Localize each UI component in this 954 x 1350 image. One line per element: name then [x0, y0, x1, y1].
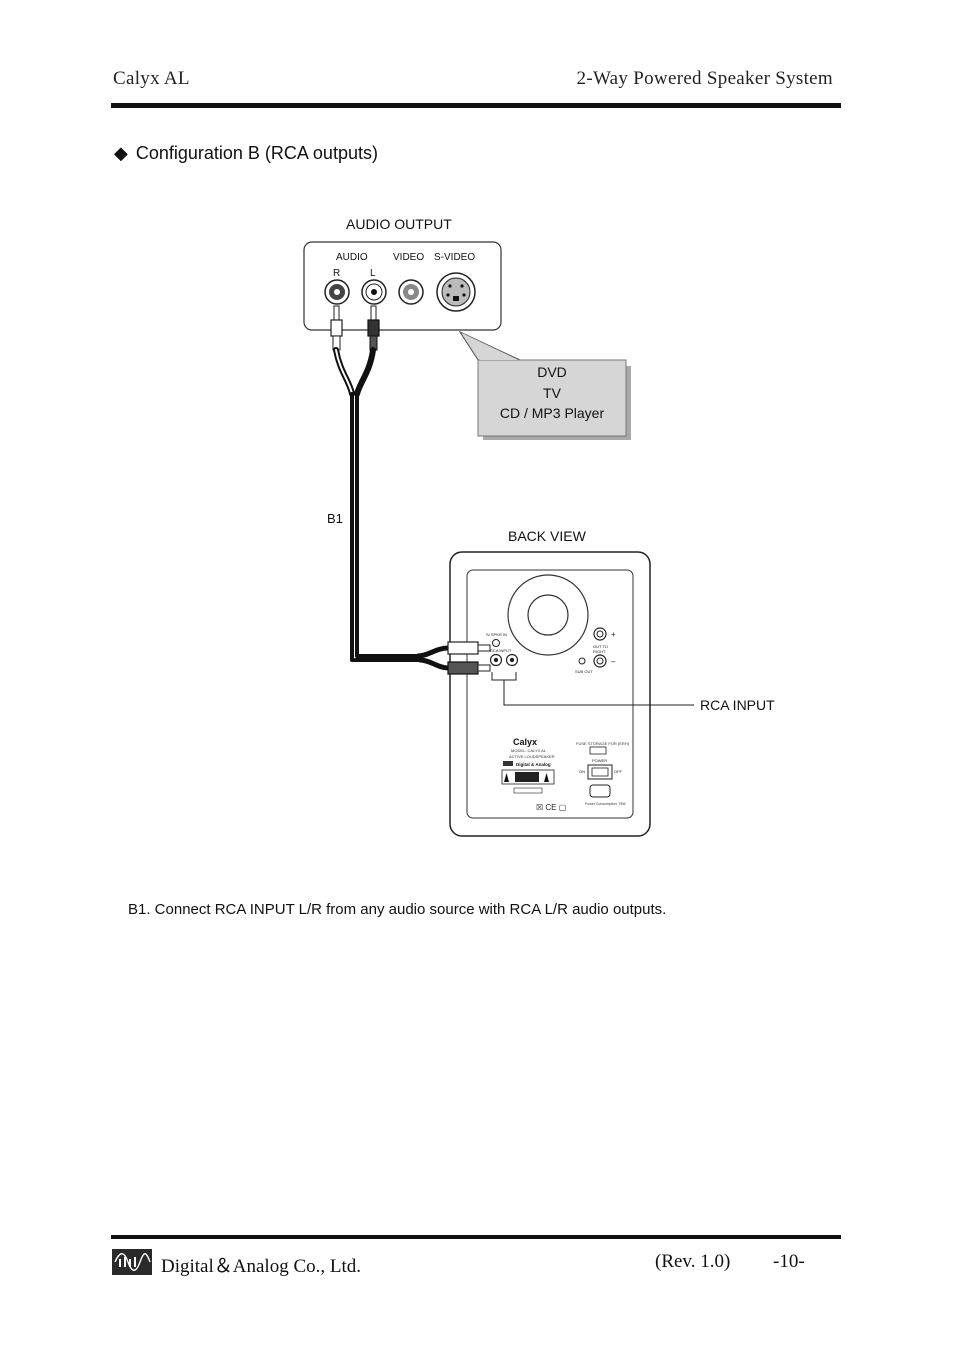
panel-label-r: R — [333, 268, 341, 279]
svg-text:–: – — [611, 657, 616, 666]
speaker-brand-text: Calyx — [513, 737, 537, 747]
cable-b1-label: B1 — [327, 511, 343, 526]
svg-text:ON: ON — [579, 769, 585, 774]
section-heading: ◆ Configuration B (RCA outputs) — [114, 143, 378, 164]
panel-label-svideo: S-VIDEO — [434, 252, 476, 263]
device-callout — [458, 330, 631, 440]
device-dvd: DVD — [537, 364, 567, 380]
device-list: DVD TV CD / MP3 Player — [478, 362, 626, 424]
rca-jack-r-icon — [324, 279, 350, 305]
rca-plug-black-icon — [367, 305, 380, 351]
warning-icon — [504, 773, 509, 782]
svg-text:RIGHT: RIGHT — [593, 649, 606, 654]
svg-text:S/ SPKR IN: S/ SPKR IN — [486, 632, 507, 637]
svg-text:MODEL: CALYX AL: MODEL: CALYX AL — [511, 748, 547, 753]
panel-label-l: L — [370, 268, 376, 279]
header-title-right: 2-Way Powered Speaker System — [576, 68, 833, 89]
cable-b1 — [333, 347, 451, 671]
video-jack-icon — [398, 279, 424, 305]
rca-plug-white-icon — [330, 305, 343, 351]
footer-page-number: -10- — [773, 1251, 805, 1272]
device-cd-mp3: CD / MP3 Player — [499, 405, 605, 421]
instruction-text: B1. Connect RCA INPUT L/R from any audio… — [128, 901, 667, 918]
company-logo-icon — [112, 1249, 152, 1275]
rca-input-label: RCA INPUT — [700, 697, 775, 713]
footer-revision: (Rev. 1.0) — [655, 1251, 731, 1272]
svg-text:ACTIVE LOUDSPEAKER: ACTIVE LOUDSPEAKER — [509, 754, 555, 759]
audio-output-label: AUDIO OUTPUT — [346, 216, 452, 232]
svg-text:Power Consumption: 75W: Power Consumption: 75W — [585, 802, 626, 806]
svg-text:FUSE STORAGE FOR (ERH): FUSE STORAGE FOR (ERH) — [576, 741, 630, 746]
footer-rule — [111, 1235, 841, 1239]
speaker-back-panel: + – S/ SPKR IN RCA INPUT OUT TO RIGHT SU… — [447, 551, 694, 837]
svideo-jack-icon — [436, 272, 476, 312]
maker-logo-icon — [503, 761, 513, 766]
panel-label-audio: AUDIO — [336, 252, 368, 263]
header-title-left: Calyx AL — [113, 68, 190, 89]
footer-company: Digital＆Analog Co., Ltd. — [161, 1256, 362, 1277]
panel-label-video: VIDEO — [393, 252, 425, 263]
svg-text:RCA INPUT: RCA INPUT — [490, 648, 512, 653]
warning-icon-2 — [544, 773, 549, 782]
back-view-label: BACK VIEW — [508, 528, 586, 544]
svg-text:+: + — [611, 630, 616, 639]
svg-text:OUT TO: OUT TO — [593, 644, 608, 649]
source-device-panel — [303, 241, 502, 331]
svg-text:SUB OUT: SUB OUT — [575, 669, 593, 674]
device-tv: TV — [543, 384, 561, 401]
header-rule — [111, 103, 841, 108]
rca-jack-l-icon — [361, 279, 387, 305]
svg-text:OFF: OFF — [614, 769, 623, 774]
section-title: Configuration B (RCA outputs) — [135, 143, 378, 163]
svg-text:☒ CE ▢: ☒ CE ▢ — [536, 803, 566, 812]
svg-text:POWER: POWER — [592, 758, 607, 763]
diamond-bullet-icon: ◆ — [114, 143, 128, 163]
svg-text:Digital & Analog: Digital & Analog — [516, 762, 551, 767]
